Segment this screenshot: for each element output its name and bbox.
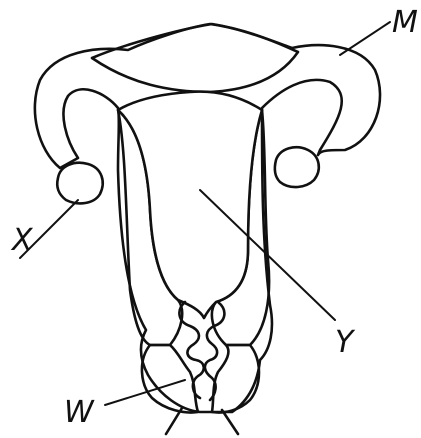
label-y: Y <box>335 325 356 360</box>
ovary-right <box>275 147 319 187</box>
ovary-left <box>57 163 102 204</box>
label-x: X <box>10 223 34 258</box>
leader-m <box>340 22 390 55</box>
vagina-right-edge <box>222 410 238 434</box>
label-w: W <box>64 395 95 430</box>
label-m: M <box>392 5 418 40</box>
vagina-left-edge <box>166 408 182 434</box>
